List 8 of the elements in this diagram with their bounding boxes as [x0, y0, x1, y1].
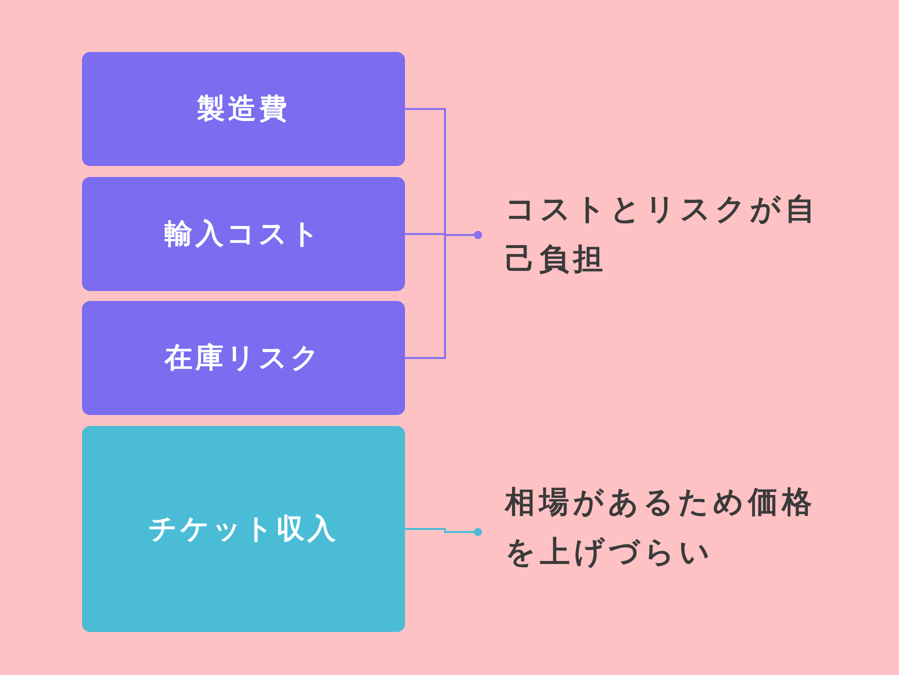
note-text: 相場があるため価格を上げづらい: [505, 478, 845, 578]
label-box: 製造費: [82, 52, 405, 166]
label-box: チケット収入: [82, 426, 405, 632]
connector: [405, 231, 482, 359]
note-text: コストとリスクが自己負担: [505, 185, 845, 285]
label-box: 輸入コスト: [82, 177, 405, 291]
connector: [405, 528, 482, 536]
label-box: 在庫リスク: [82, 301, 405, 415]
